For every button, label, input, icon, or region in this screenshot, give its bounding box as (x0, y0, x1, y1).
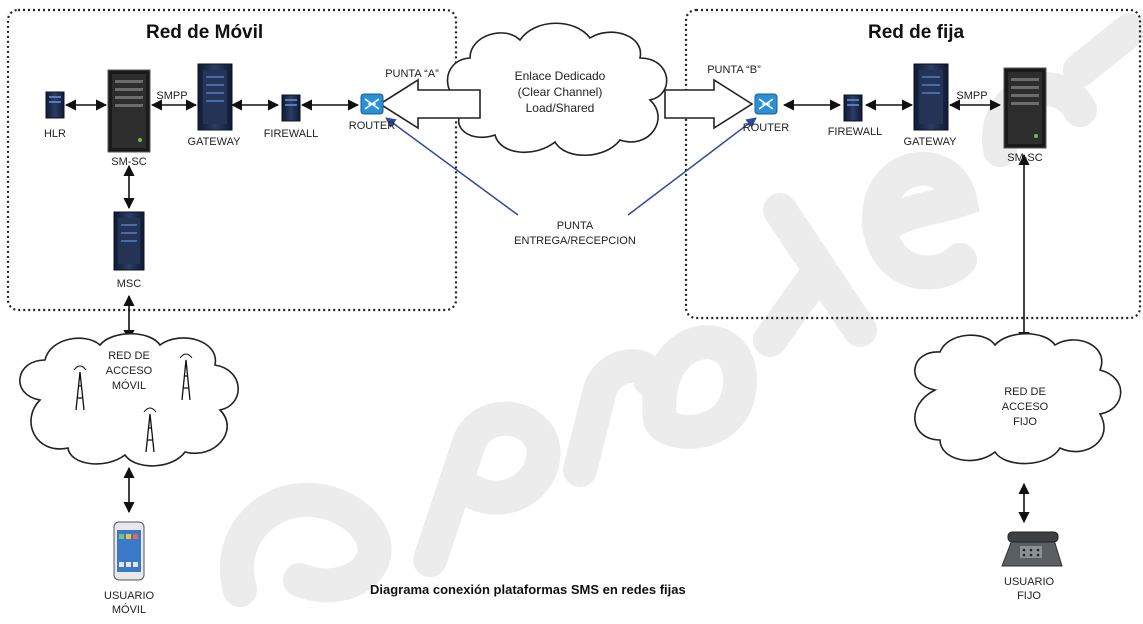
dedicated-link-cloud (446, 22, 668, 157)
access-movil-line-1: RED DE (108, 350, 150, 362)
hlr-label: HLR (43, 128, 66, 140)
movil-access-cloud (19, 333, 239, 467)
fijo-access-cloud (914, 333, 1122, 465)
fija-network-region (684, 8, 1142, 320)
user-movil-line-2: MÓVIL (111, 604, 147, 616)
movil-region-title: Red de Móvil (146, 22, 264, 43)
gateway-left-server-icon (197, 63, 233, 131)
mobile-phone-icon (113, 521, 145, 581)
cell-tower-icon-3 (143, 407, 157, 453)
access-movil-line-3: MÓVIL (111, 380, 147, 392)
smsc-right-server-icon (1003, 67, 1047, 149)
access-movil-line-2: ACCESO (105, 365, 153, 377)
user-movil-line-1: USUARIO (104, 590, 155, 602)
access-fijo-line-3: FIJO (1013, 416, 1037, 428)
router-right-label: ROUTER (742, 122, 790, 134)
user-fijo-line-1: USUARIO (1004, 576, 1055, 588)
cloud-line-2: (Clear Channel) (517, 85, 603, 99)
firewall-left-icon (281, 94, 301, 122)
smpp-right-label: SMPP (956, 90, 988, 102)
punta-b-label: PUNTA “B” (707, 64, 761, 76)
punta-b-arrow (664, 78, 754, 130)
router-right-icon (754, 93, 778, 115)
msc-server-icon (113, 211, 145, 271)
access-fijo-line-1: RED DE (1004, 386, 1046, 398)
router-left-icon (360, 93, 384, 115)
movil-network-region (6, 8, 458, 312)
gateway-right-server-icon (913, 63, 949, 131)
access-fijo-line-2: ACCESO (1001, 401, 1049, 413)
gateway-left-label: GATEWAY (187, 136, 241, 148)
smsc-left-label: SM-SC (111, 156, 147, 168)
punta-entrega-arrow-right (627, 117, 757, 216)
hlr-server-icon (45, 91, 65, 119)
msc-label: MSC (116, 278, 142, 290)
user-fijo-line-2: FIJO (1017, 590, 1041, 602)
punta-a-label: PUNTA “A” (385, 68, 439, 80)
punta-a-arrow (378, 78, 481, 130)
cloud-line-1: Enlace Dedicado (514, 69, 606, 83)
desk-phone-icon (1001, 531, 1063, 567)
router-left-label: ROUTER (348, 120, 396, 132)
cell-tower-icon-1 (73, 365, 87, 411)
fija-region-title: Red de fija (868, 22, 965, 43)
smpp-left-label: SMPP (156, 90, 188, 102)
firewall-right-icon (843, 94, 863, 122)
firewall-left-label: FIREWALL (263, 128, 319, 140)
smsc-left-server-icon (107, 69, 151, 153)
punta-entrega-line-2: ENTREGA/RECEPCION (514, 235, 636, 247)
diagram-caption: Diagrama conexión plataformas SMS en red… (370, 582, 686, 597)
watermark-graphic (219, 13, 1143, 607)
cloud-line-3: Load/Shared (525, 101, 595, 115)
firewall-right-label: FIREWALL (827, 126, 883, 138)
punta-entrega-arrow-left (385, 117, 519, 216)
punta-entrega-line-1: PUNTA (556, 220, 594, 232)
smsc-right-label: SM-SC (1007, 152, 1043, 164)
cell-tower-icon-2 (179, 353, 193, 401)
gateway-right-label: GATEWAY (903, 136, 957, 148)
